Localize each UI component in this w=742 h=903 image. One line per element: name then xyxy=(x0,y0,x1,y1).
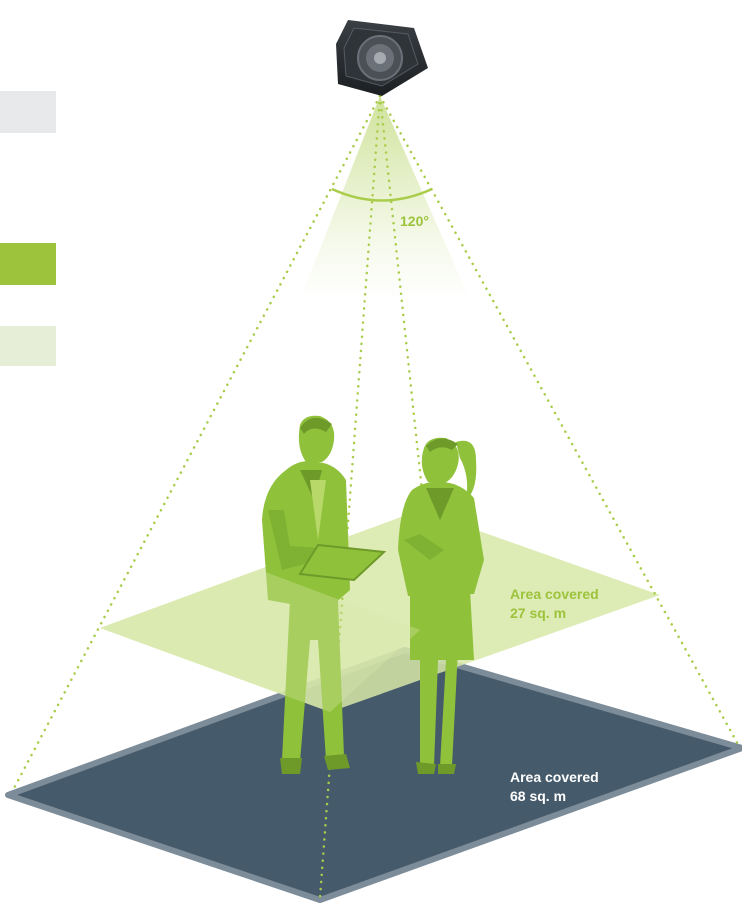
woman-figure xyxy=(398,437,484,774)
angle-label: 120° xyxy=(400,213,429,229)
upper-coverage-plane xyxy=(100,510,660,712)
floor-area-label: Area covered 68 sq. m xyxy=(510,768,599,806)
floor-plane xyxy=(5,647,742,903)
upper-area-line2: 27 sq. m xyxy=(510,605,567,621)
floor-area-line1: Area covered xyxy=(510,769,599,785)
man-figure xyxy=(262,415,387,774)
legend-swatch-gray xyxy=(0,91,56,133)
upper-plane-overlay xyxy=(100,570,420,712)
ceiling-camera-icon xyxy=(336,20,428,96)
angle-arc xyxy=(331,187,433,202)
legend-swatch-light-green xyxy=(0,326,56,366)
beam-cone xyxy=(300,96,470,300)
upper-area-label: Area covered 27 sq. m xyxy=(510,585,599,623)
floor-area-line2: 68 sq. m xyxy=(510,788,567,804)
legend-swatch-green xyxy=(0,243,56,285)
beam-lines xyxy=(10,94,742,900)
upper-area-line1: Area covered xyxy=(510,586,599,602)
